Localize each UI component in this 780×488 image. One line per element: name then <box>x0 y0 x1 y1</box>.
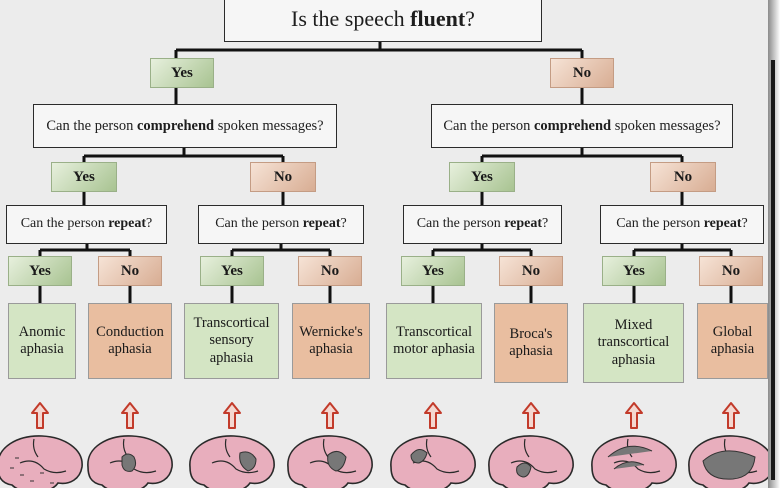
comprehend-yes-tag-left: Yes <box>51 162 117 192</box>
repeat-bold-1: repeat <box>108 216 147 232</box>
brain-icon <box>591 435 677 488</box>
repeat-prefix-2: Can the person <box>215 216 303 232</box>
repeat-yes-tag-2: Yes <box>200 256 264 286</box>
comprehend-no-tag-right: No <box>650 162 716 192</box>
brain-icon <box>488 435 574 488</box>
comprehend-bold-right: comprehend <box>534 117 612 134</box>
repeat-yes-tag-4: Yes <box>602 256 666 286</box>
brain-icon <box>688 435 768 488</box>
fluent-yes-tag: Yes <box>150 58 214 88</box>
repeat-no-tag-1: No <box>98 256 162 286</box>
repeat-question-3: Can the person repeat? <box>403 205 562 244</box>
repeat-suffix-2: ? <box>340 216 347 232</box>
outcome-anomic-aphasia: Anomic aphasia <box>8 303 76 379</box>
brain-icon <box>0 435 83 488</box>
outcome-global-aphasia: Global aphasia <box>697 303 768 379</box>
fluent-question-prefix: Is the speech <box>291 6 411 32</box>
red-up-arrow-icon <box>121 402 139 429</box>
comprehend-prefix-left: Can the person <box>46 117 137 134</box>
fluent-question: Is the speech fluent? <box>224 0 542 42</box>
fluent-no-tag: No <box>550 58 614 88</box>
repeat-suffix-4: ? <box>741 216 748 232</box>
red-up-arrow-icon <box>223 402 241 429</box>
repeat-prefix-1: Can the person <box>20 216 109 232</box>
comprehend-question-right: Can the person comprehend spoken message… <box>431 104 733 148</box>
brain-icon <box>287 435 373 488</box>
brain-icon <box>390 435 476 488</box>
comprehend-yes-tag-right: Yes <box>449 162 515 192</box>
red-up-arrow-icon <box>625 402 643 429</box>
fluent-question-suffix: ? <box>465 6 475 32</box>
repeat-bold-2: repeat <box>302 216 341 232</box>
brain-icon <box>189 435 275 488</box>
repeat-bold-3: repeat <box>504 216 543 232</box>
repeat-suffix-3: ? <box>542 216 549 232</box>
repeat-no-tag-3: No <box>499 256 563 286</box>
red-up-arrow-icon <box>522 402 540 429</box>
red-up-arrow-icon <box>424 402 442 429</box>
repeat-no-tag-4: No <box>699 256 763 286</box>
repeat-question-2: Can the person repeat? <box>198 205 364 244</box>
comprehend-question-left: Can the person comprehend spoken message… <box>33 104 337 148</box>
fluent-question-bold: fluent <box>410 6 466 32</box>
outcome-transcortical-sensory-aphasia: Transcortical sensory aphasia <box>184 303 279 379</box>
edge-divider <box>771 60 775 480</box>
outcome-conduction-aphasia: Conduction aphasia <box>88 303 172 379</box>
comprehend-suffix-right: spoken messages? <box>611 117 721 134</box>
repeat-no-tag-2: No <box>298 256 362 286</box>
repeat-yes-tag-3: Yes <box>401 256 465 286</box>
comprehend-no-tag-left: No <box>250 162 316 192</box>
red-up-arrow-icon <box>722 402 740 429</box>
red-up-arrow-icon <box>31 402 49 429</box>
repeat-question-1: Can the person repeat? <box>6 205 167 244</box>
outcome-mixed-transcortical-aphasia: Mixed transcortical aphasia <box>583 303 684 383</box>
outcome-wernickes-aphasia: Wernicke's aphasia <box>292 303 370 379</box>
repeat-prefix-4: Can the person <box>616 216 704 232</box>
repeat-suffix-1: ? <box>146 216 153 232</box>
comprehend-prefix-right: Can the person <box>443 117 534 134</box>
comprehend-suffix-left: spoken messages? <box>214 117 324 134</box>
brain-icon <box>87 435 173 488</box>
comprehend-text-left: Can the person comprehend spoken message… <box>46 118 323 135</box>
red-up-arrow-icon <box>321 402 339 429</box>
comprehend-bold-left: comprehend <box>137 117 215 134</box>
repeat-bold-4: repeat <box>703 216 742 232</box>
outcome-brocas-aphasia: Broca's aphasia <box>494 303 568 383</box>
repeat-question-4: Can the person repeat? <box>600 205 764 244</box>
outcome-transcortical-motor-aphasia: Transcortical motor aphasia <box>386 303 482 379</box>
comprehend-text-right: Can the person comprehend spoken message… <box>443 118 720 135</box>
repeat-prefix-3: Can the person <box>416 216 505 232</box>
repeat-yes-tag-1: Yes <box>8 256 72 286</box>
